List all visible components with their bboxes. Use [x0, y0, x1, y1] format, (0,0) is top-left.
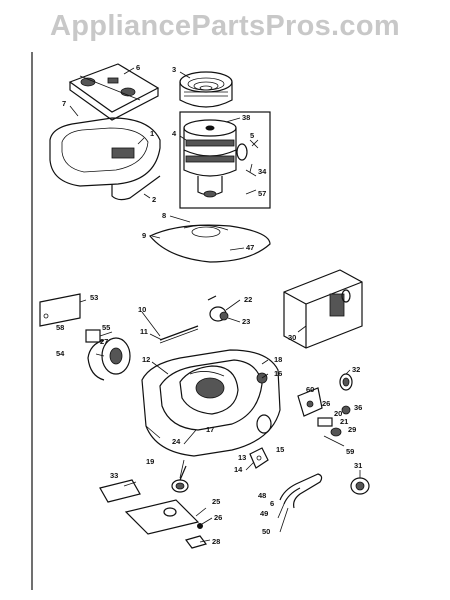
- base-housing-part: [141, 349, 281, 457]
- cap-part: [339, 373, 353, 391]
- gasket-ring-part: [149, 224, 271, 263]
- callout-1: 1: [150, 129, 154, 138]
- callout-53: 53: [90, 293, 98, 302]
- fitting-part: [207, 295, 229, 322]
- handle-part: [279, 473, 323, 509]
- callout-36: 36: [354, 403, 362, 412]
- callout-49: 49: [260, 509, 268, 518]
- callout-21: 21: [340, 417, 348, 426]
- callout-58: 58: [56, 323, 64, 332]
- callout-47: 47: [246, 243, 254, 252]
- motor-assembly-part: [179, 111, 271, 209]
- callout-54: 54: [56, 349, 65, 358]
- hose-reel-part: [85, 329, 131, 381]
- callout-33: 33: [110, 471, 118, 480]
- callout-5: 5: [250, 131, 254, 140]
- callout-12: 12: [142, 355, 150, 364]
- callout-26-right: 26: [322, 399, 330, 408]
- rod-part: [159, 325, 199, 344]
- callout-26-bottom: 26: [214, 513, 222, 522]
- callout-19: 19: [146, 457, 154, 466]
- callout-28: 28: [212, 537, 220, 546]
- callout-60: 60: [306, 385, 314, 394]
- base-plate-part: [99, 479, 208, 549]
- valve-assembly-part: [297, 387, 351, 447]
- callout-17: 17: [206, 425, 214, 434]
- callout-7: 7: [62, 99, 66, 108]
- label-plate-part: [39, 293, 81, 327]
- callout-15: 15: [276, 445, 284, 454]
- caster-wheel-part: [171, 465, 189, 493]
- callout-8: 8: [162, 211, 166, 220]
- callout-11: 11: [140, 327, 148, 336]
- housing-tray-part: [49, 117, 161, 201]
- callout-6-bottom: 6: [270, 499, 274, 508]
- callout-6-top: 6: [136, 63, 140, 72]
- callout-16: 16: [274, 369, 282, 378]
- callout-29: 29: [348, 425, 356, 434]
- callout-13: 13: [238, 453, 246, 462]
- leader-lines: [69, 67, 361, 543]
- callout-25: 25: [212, 497, 220, 506]
- callout-9: 9: [142, 231, 146, 240]
- callout-4: 4: [172, 129, 177, 138]
- wheel-part: [350, 477, 370, 495]
- filter-disc-part: [179, 71, 233, 108]
- callout-14: 14: [234, 465, 243, 474]
- callout-3: 3: [172, 65, 176, 74]
- watermark-text: AppliancePartsPros.com: [50, 10, 400, 42]
- callout-57: 57: [258, 189, 266, 198]
- callout-48: 48: [258, 491, 266, 500]
- callout-22: 22: [244, 295, 252, 304]
- callout-55: 55: [102, 323, 110, 332]
- callout-50: 50: [262, 527, 270, 536]
- callout-34: 34: [258, 167, 267, 176]
- callout-labels: 6 7 1 2 3 38 4 5 34 57 8 9 47 53 10 11 1…: [56, 63, 362, 546]
- callout-32: 32: [352, 365, 360, 374]
- callout-18: 18: [274, 355, 282, 364]
- top-cover-part: [68, 63, 160, 121]
- side-panel-part: [283, 269, 363, 349]
- callout-31: 31: [354, 461, 362, 470]
- callout-24: 24: [172, 437, 181, 446]
- callout-20: 20: [334, 409, 342, 418]
- callout-59: 59: [346, 447, 354, 456]
- callout-23: 23: [242, 317, 250, 326]
- callout-10: 10: [138, 305, 146, 314]
- callout-2: 2: [152, 195, 156, 204]
- callout-30: 30: [288, 333, 296, 342]
- bracket-part: [249, 447, 269, 469]
- callout-38: 38: [242, 113, 250, 122]
- callout-27: 27: [100, 337, 108, 346]
